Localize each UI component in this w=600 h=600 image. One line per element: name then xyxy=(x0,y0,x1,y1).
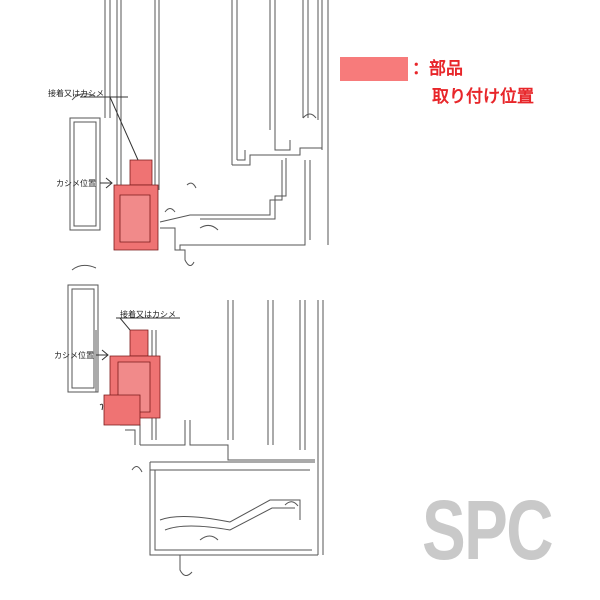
bottom-part-highlight xyxy=(103,329,161,426)
top-adhesive-label: 接着又はカシメ xyxy=(48,89,104,98)
top-frame-lines xyxy=(69,0,329,266)
legend-color-swatch xyxy=(340,57,408,81)
legend-label-part: ：部品 xyxy=(412,59,463,79)
bottom-frame-lines xyxy=(67,264,324,576)
legend-label-position: 取り付け位置 xyxy=(432,87,534,107)
top-part-highlight xyxy=(113,159,159,251)
top-crimp-label: カシメ位置 xyxy=(56,179,96,188)
spc-watermark: SPC xyxy=(422,483,554,577)
bottom-adhesive-label: 接着又はカシメ xyxy=(120,310,176,319)
bottom-crimp-label: カシメ位置 xyxy=(54,351,94,360)
